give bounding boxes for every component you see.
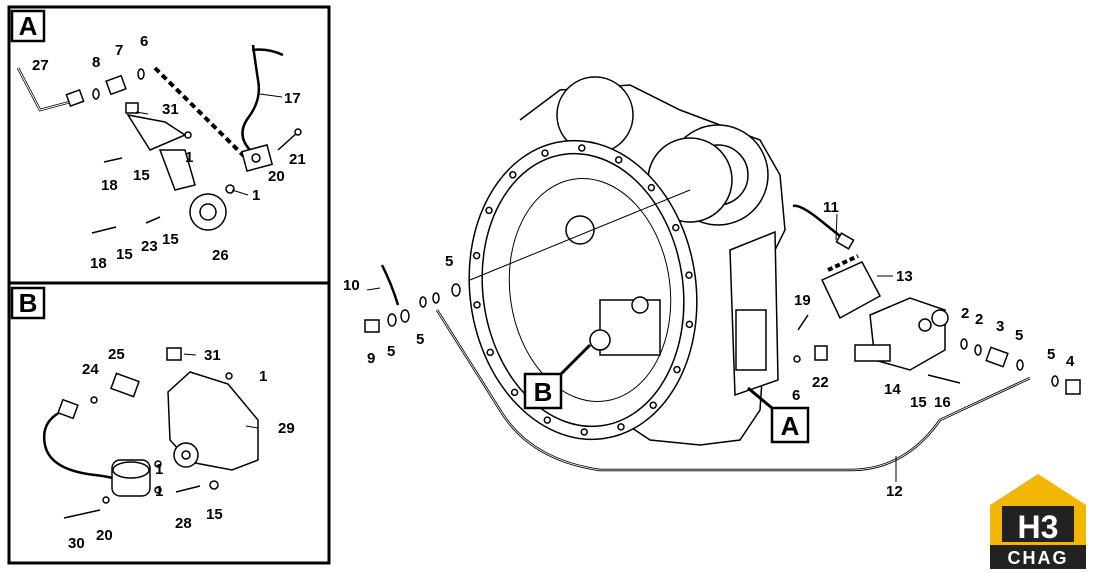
callout-a-15b: 15 <box>116 246 133 263</box>
ring-bolt <box>473 301 481 309</box>
callout-b-1c: 1 <box>155 483 163 500</box>
chag-logo: H3 CHAG <box>990 474 1086 569</box>
inset-a-drawing <box>16 44 302 234</box>
callout-main-6: 6 <box>792 387 800 404</box>
callout-a-26: 26 <box>212 247 229 264</box>
callout-a-20: 20 <box>268 168 285 185</box>
inset-a-tag-box <box>10 9 46 43</box>
callout-main-22: 22 <box>812 374 829 391</box>
callout-main-5: 5 <box>445 253 453 270</box>
callout-a-31: 31 <box>162 101 179 118</box>
inset-b-drawing <box>42 347 259 519</box>
logo-text-bg <box>990 545 1086 569</box>
callout-main-2b: 2 <box>975 311 983 328</box>
callout-main-16: 16 <box>934 394 951 411</box>
callout-a-23: 23 <box>141 238 158 255</box>
callout-main-9: 9 <box>367 350 375 367</box>
ring-bolt <box>580 428 588 436</box>
callout-a-1b: 1 <box>252 187 260 204</box>
callout-main-2: 2 <box>961 305 969 322</box>
ring-bolt <box>543 416 552 424</box>
ring-bolt <box>647 183 656 192</box>
callout-main-11: 11 <box>823 199 839 216</box>
callout-a-15: 15 <box>133 167 150 184</box>
callout-main-5c: 5 <box>416 331 424 348</box>
transmission-assembly <box>468 76 786 446</box>
callout-a-27: 27 <box>32 57 49 74</box>
callout-main-15: 15 <box>910 394 927 411</box>
logo-mark-bg <box>1002 506 1074 542</box>
callout-a-15c: 15 <box>162 231 179 248</box>
callout-main-13: 13 <box>896 268 913 285</box>
ring-bolt <box>472 251 481 260</box>
logo-mark: H3 <box>1018 509 1059 545</box>
inset-a-tag: A <box>19 11 38 41</box>
callout-b-28: 28 <box>175 515 192 532</box>
main-callouts: 11 13 10 5 19 9 5 5 2 2 3 5 22 6 5 4 14 … <box>343 199 1075 500</box>
ring-bolt <box>617 423 625 431</box>
view-tag-a-box <box>770 406 810 444</box>
callout-b-24: 24 <box>82 361 99 378</box>
callout-main-19: 19 <box>794 292 811 309</box>
inset-b-callouts: 25 31 1 24 29 1 1 28 15 30 20 <box>68 346 295 552</box>
ring-bolt <box>578 144 586 152</box>
callout-main-14: 14 <box>884 381 901 398</box>
ring-bolt <box>509 171 517 179</box>
callout-b-1b: 1 <box>155 461 163 478</box>
inset-a-callouts: 27 8 7 6 31 17 1 21 18 15 20 1 18 15 23 … <box>32 33 306 272</box>
ring-bolt <box>672 223 680 232</box>
callout-b-29: 29 <box>278 420 295 437</box>
callout-main-5b: 5 <box>387 343 395 360</box>
ring-bolt <box>673 365 681 374</box>
callout-b-1: 1 <box>259 368 267 385</box>
ring-bolt <box>685 320 694 329</box>
callout-a-18: 18 <box>101 177 118 194</box>
callout-a-18b: 18 <box>90 255 107 272</box>
callout-b-30: 30 <box>68 535 85 552</box>
ring-bolt <box>541 149 549 157</box>
callout-a-8: 8 <box>92 54 100 71</box>
ring-bolt <box>485 206 493 215</box>
callout-b-25: 25 <box>108 346 125 363</box>
callout-b-31: 31 <box>204 347 221 364</box>
callout-main-4: 4 <box>1066 353 1075 370</box>
logo-text: CHAG <box>1008 548 1069 568</box>
callout-a-17: 17 <box>284 90 301 107</box>
inset-b-tag-box <box>10 286 46 320</box>
ring-bolt <box>649 401 657 409</box>
callout-b-15: 15 <box>206 506 223 523</box>
callout-main-5d: 5 <box>1015 327 1023 344</box>
ring-bolt <box>510 388 519 397</box>
callout-a-7: 7 <box>115 42 123 59</box>
callout-main-10: 10 <box>343 277 360 294</box>
view-tag-b-box <box>523 372 563 410</box>
callout-a-6: 6 <box>140 33 148 50</box>
main-parts <box>364 204 1081 472</box>
callout-a-1: 1 <box>185 149 193 166</box>
ring-bolt <box>685 271 693 279</box>
inset-b-tag: B <box>19 288 38 318</box>
callout-main-3: 3 <box>996 318 1004 335</box>
view-tag-a: A <box>781 411 800 441</box>
callout-a-21: 21 <box>289 151 306 168</box>
callout-main-5e: 5 <box>1047 346 1055 363</box>
ring-bolt <box>614 156 623 164</box>
callout-b-20: 20 <box>96 527 113 544</box>
ring-bolt <box>486 348 494 357</box>
callout-main-12: 12 <box>886 483 903 500</box>
view-tag-b: B <box>534 377 553 407</box>
